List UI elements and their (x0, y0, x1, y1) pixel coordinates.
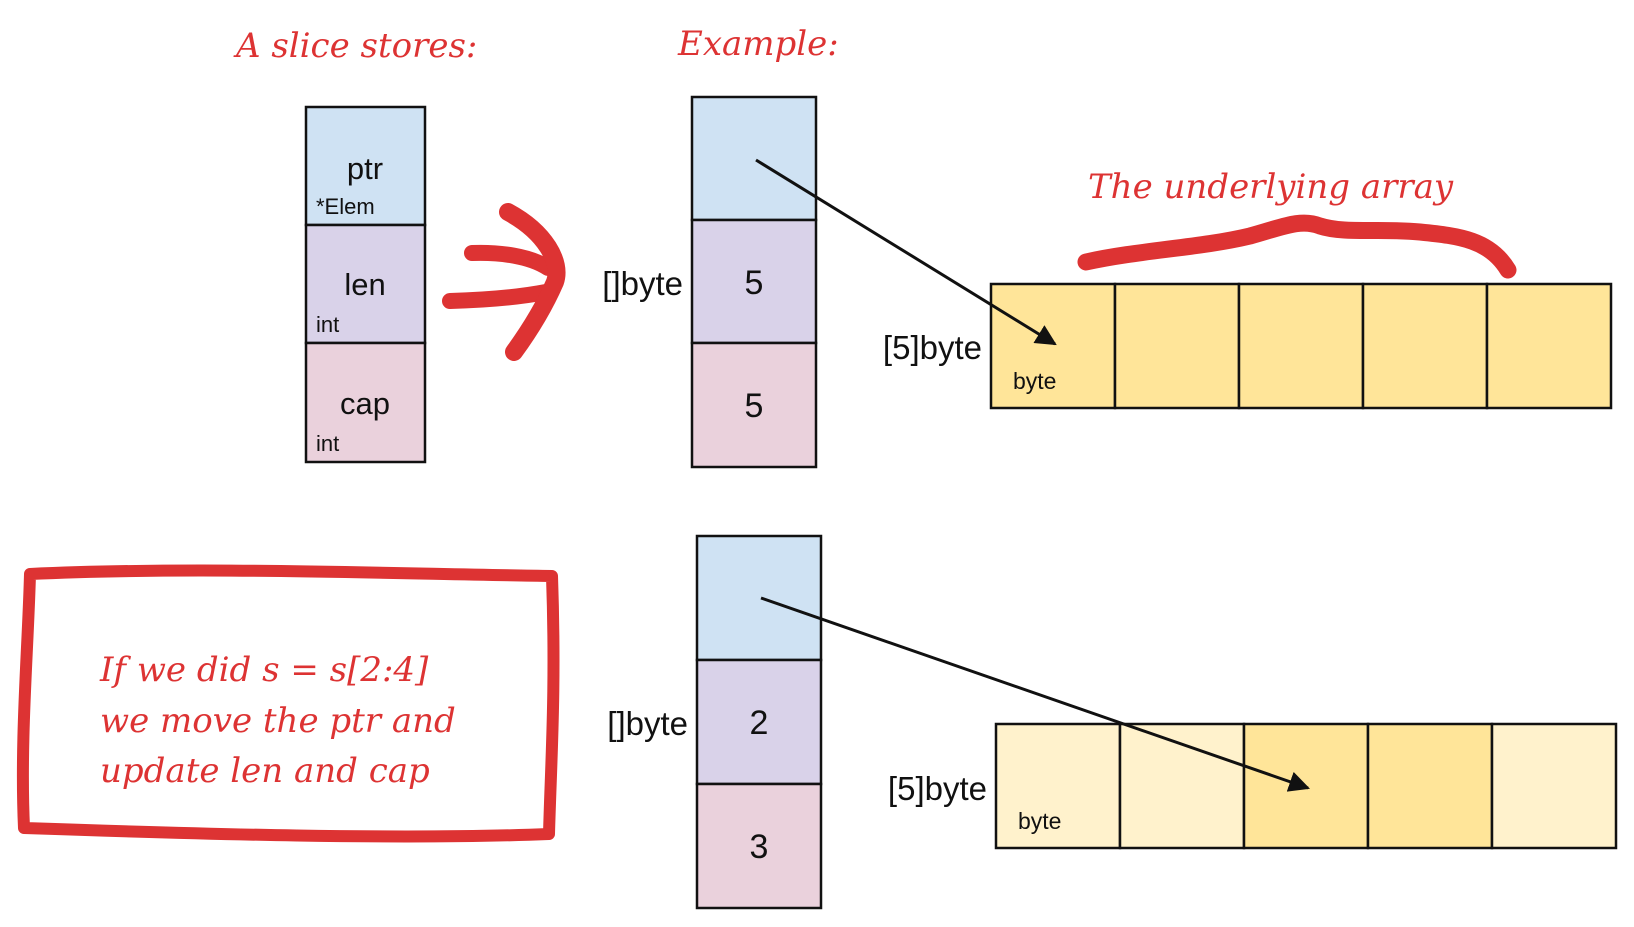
cap-field-name: cap (340, 386, 390, 421)
example1-elem-type: byte (1013, 368, 1056, 394)
example2-len-box (695, 658, 823, 786)
example2-array-cell (1118, 722, 1246, 850)
example1-len-box (690, 218, 818, 345)
example-heading: Example: (677, 24, 839, 64)
cap-field-type: int (316, 431, 339, 456)
example2-array: [5]byte byte (888, 722, 1618, 850)
red-arrow-icon (442, 203, 566, 361)
ptr-field-name: ptr (347, 151, 383, 186)
example1-pointer-arrow (755, 158, 1057, 346)
len-field-type: int (316, 312, 339, 337)
example1-ptr-box (690, 95, 818, 222)
example1-array-cell (1485, 282, 1613, 410)
example1-cap-box (690, 341, 818, 469)
len-field (304, 223, 427, 345)
example1-slice-type: []byte (602, 265, 683, 302)
note-line-3: update len and cap (100, 751, 430, 791)
example2-array-cell (994, 722, 1122, 850)
example2-elem-type: byte (1018, 808, 1061, 834)
slice-stores-heading: A slice stores: (233, 26, 477, 66)
example1-array-type: [5]byte (883, 329, 982, 366)
underlying-array-brace (1077, 214, 1517, 279)
example1-array-cell (1361, 282, 1489, 410)
example2-array-cell (1366, 722, 1494, 850)
example1-array-cell (1113, 282, 1241, 410)
note-line-2: we move the ptr and (100, 701, 456, 741)
example2-len-value: 2 (750, 704, 769, 742)
example2-array-type: [5]byte (888, 770, 987, 807)
slice-struct: ptr *Elem len int cap int (304, 105, 427, 464)
example1-cap-value: 5 (745, 387, 764, 425)
underlying-array-label: The underlying array (1088, 167, 1454, 207)
example2-slice-type: []byte (607, 705, 688, 742)
example1-len-value: 5 (745, 264, 764, 302)
example2-cap-box (695, 782, 823, 910)
example2-slice-header: []byte 2 3 (607, 534, 823, 910)
len-field-name: len (344, 267, 385, 302)
example2-array-cell (1490, 722, 1618, 850)
ptr-field-type: *Elem (316, 194, 375, 219)
example2-cap-value: 3 (750, 828, 769, 866)
example1-array: [5]byte byte (883, 282, 1613, 410)
example1-slice-header: []byte 5 5 (602, 95, 818, 469)
cap-field (304, 341, 427, 464)
example2-ptr-box (695, 534, 823, 662)
ptr-field (304, 105, 427, 227)
note-line-1: If we did s = s[2:4] (99, 650, 429, 690)
example1-array-cell (1237, 282, 1365, 410)
example2-pointer-arrow (760, 596, 1310, 792)
example1-array-cell (989, 282, 1117, 410)
note-box (16, 564, 560, 843)
